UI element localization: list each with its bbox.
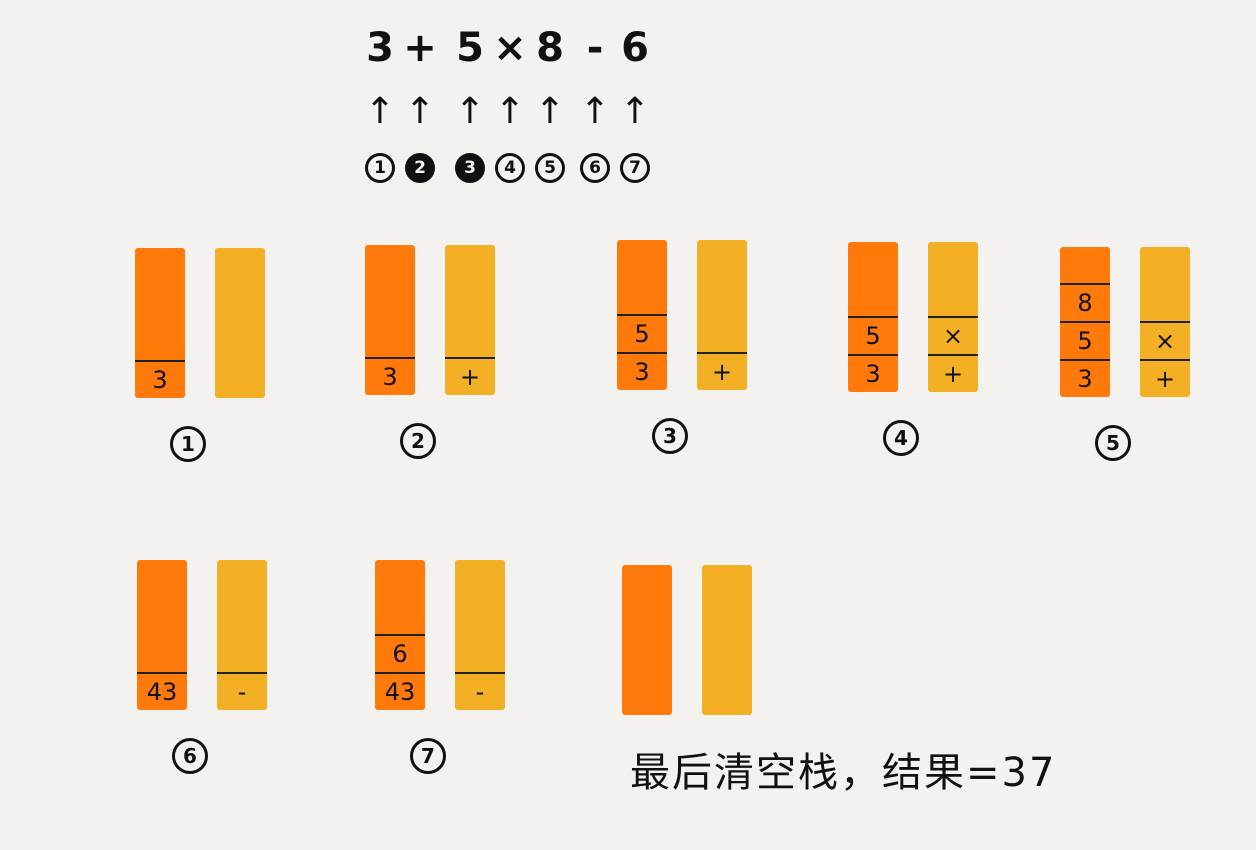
operator-stack bbox=[702, 565, 752, 715]
up-arrow-icon: ↑ bbox=[454, 91, 486, 132]
stack-step: 43-6 bbox=[137, 560, 277, 800]
expression-token: × bbox=[493, 25, 527, 71]
up-arrow-icon: ↑ bbox=[364, 91, 396, 132]
stack-cell: 5 bbox=[848, 316, 898, 354]
up-arrow-icon: ↑ bbox=[579, 91, 611, 132]
up-arrow-icon: ↑ bbox=[404, 91, 436, 132]
stack-cell: × bbox=[1140, 321, 1190, 359]
step-marker: 4 bbox=[495, 153, 525, 183]
number-stack: 43 bbox=[137, 560, 187, 710]
up-arrow-icon: ↑ bbox=[534, 91, 566, 132]
stack-cell: 43 bbox=[375, 672, 425, 710]
stack-step bbox=[622, 565, 762, 805]
stack-cell: 3 bbox=[365, 357, 415, 395]
expression-token: 6 bbox=[621, 25, 649, 71]
stack-cell: + bbox=[928, 354, 978, 392]
stack-cell: 43 bbox=[137, 672, 187, 710]
stack-cell: 6 bbox=[375, 634, 425, 672]
step-marker: 6 bbox=[580, 153, 610, 183]
step-marker: 5 bbox=[535, 153, 565, 183]
operator-stack: + bbox=[445, 245, 495, 395]
expression-token: - bbox=[586, 25, 604, 71]
step-marker: 3 bbox=[455, 153, 485, 183]
stack-cell: + bbox=[1140, 359, 1190, 397]
stack-step: 3 +2 bbox=[365, 245, 505, 485]
step-marker: 2 bbox=[405, 153, 435, 183]
stack-cell: × bbox=[928, 316, 978, 354]
number-stack bbox=[622, 565, 672, 715]
stack-cell: 3 bbox=[848, 354, 898, 392]
stack-cell: 8 bbox=[1060, 283, 1110, 321]
stack-cell: 3 bbox=[617, 352, 667, 390]
stack-cell: 3 bbox=[135, 360, 185, 398]
step-label: 3 bbox=[652, 418, 688, 454]
step-label: 4 bbox=[883, 420, 919, 456]
operator-stack: + bbox=[697, 240, 747, 390]
stack-cell: + bbox=[445, 357, 495, 395]
step-label: 1 bbox=[170, 426, 206, 462]
operator-stack: - bbox=[217, 560, 267, 710]
number-stack: 3 bbox=[135, 248, 185, 398]
up-arrow-icon: ↑ bbox=[494, 91, 526, 132]
expression-token: 3 bbox=[366, 25, 394, 71]
stack-cell: + bbox=[697, 352, 747, 390]
expression-token: + bbox=[403, 25, 437, 71]
number-stack: 3 bbox=[365, 245, 415, 395]
operator-stack bbox=[215, 248, 265, 398]
stack-cell: - bbox=[217, 672, 267, 710]
step-marker: 1 bbox=[365, 153, 395, 183]
expression-token: 5 bbox=[456, 25, 484, 71]
operator-stack: - bbox=[455, 560, 505, 710]
stack-cell: - bbox=[455, 672, 505, 710]
final-note: 最后清空栈，结果=37 bbox=[630, 750, 1057, 796]
up-arrow-icon: ↑ bbox=[619, 91, 651, 132]
stack-cell: 5 bbox=[1060, 321, 1110, 359]
step-marker: 7 bbox=[620, 153, 650, 183]
step-label: 7 bbox=[410, 738, 446, 774]
step-label: 5 bbox=[1095, 425, 1131, 461]
stack-cell: 5 bbox=[617, 314, 667, 352]
operator-stack: +× bbox=[1140, 247, 1190, 397]
step-label: 2 bbox=[400, 423, 436, 459]
expression-token: 8 bbox=[536, 25, 564, 71]
step-label: 6 bbox=[172, 738, 208, 774]
operator-stack: +× bbox=[928, 242, 978, 392]
stack-cell: 3 bbox=[1060, 359, 1110, 397]
